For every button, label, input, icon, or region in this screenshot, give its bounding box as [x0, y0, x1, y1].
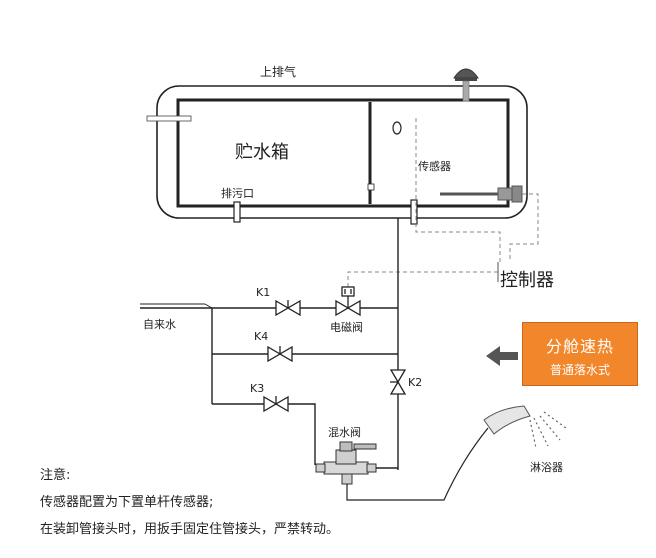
label-controller: 控制器	[500, 270, 554, 291]
drain-outlet	[233, 201, 241, 223]
label-drain: 排污口	[221, 186, 254, 200]
solenoid-valve-icon	[335, 286, 361, 317]
partition-port	[367, 183, 375, 191]
heating-rod	[440, 185, 523, 203]
label-solenoid-valve: 电磁阀	[330, 320, 363, 334]
badge-subtitle: 普通落水式	[549, 363, 610, 377]
tank-inner-liner	[176, 98, 510, 208]
valve-k1-icon	[275, 299, 301, 317]
quick-heat-badge: 分舱速热 普通落水式	[522, 322, 638, 386]
notes-line-1: 传感器配置为下置单杆传感器;	[40, 495, 214, 510]
shower-hose	[346, 427, 489, 501]
label-mixing-valve: 混水阀	[328, 425, 361, 439]
valve-k2-icon	[389, 369, 407, 395]
label-k4: K4	[254, 330, 268, 343]
label-k3: K3	[250, 382, 264, 395]
outlet-pipe-stub	[410, 199, 418, 225]
exhaust-cap	[453, 68, 479, 102]
arrow-left-icon	[486, 346, 518, 366]
notes-heading: 注意:	[40, 468, 71, 483]
tank-outer-shell	[156, 85, 528, 219]
label-k2: K2	[408, 376, 422, 389]
label-sensor: 传感器	[418, 160, 451, 173]
label-shower: 淋浴器	[530, 461, 563, 474]
valve-k4-icon	[267, 345, 293, 363]
k3-pipe	[212, 403, 316, 465]
label-top-exhaust: 上排气	[260, 64, 296, 79]
shower-head-icon	[483, 405, 567, 449]
notes-section: 注意: 传感器配置为下置单杆传感器; 在装卸管接头时，用扳手固定住管接头，严禁转…	[40, 462, 640, 543]
badge-title: 分舱速热	[545, 337, 614, 356]
left-inlet-nub	[146, 115, 192, 122]
sensor-wiring	[347, 118, 539, 290]
label-tank: 贮水箱	[235, 142, 289, 163]
label-k1: K1	[256, 286, 270, 299]
label-tap-water: 自来水	[143, 318, 176, 331]
notes-line-2: 在装卸管接头时，用扳手固定住管接头，严禁转动。	[40, 522, 340, 537]
valve-k3-icon	[263, 395, 289, 413]
tank-sensor-ring	[392, 121, 402, 135]
